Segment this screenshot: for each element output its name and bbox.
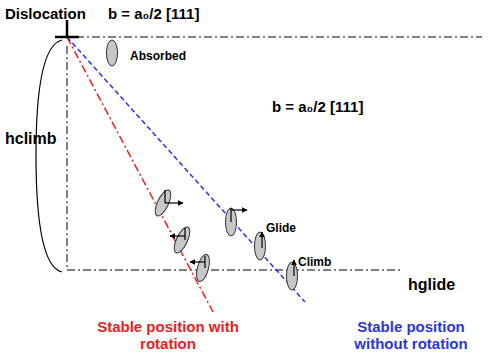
burgers-vector: b = a₀/2 [111] xyxy=(272,98,363,115)
dislocation-symbol xyxy=(66,20,69,37)
motion-label: Glide xyxy=(266,222,296,236)
burgers-vector: b = a₀/2 [111] xyxy=(108,5,199,22)
stable-position-label: Stable position without rotation xyxy=(336,318,486,353)
dimension-label: hclimb xyxy=(5,130,57,148)
motion-label: Climb xyxy=(298,256,331,270)
height-bracket xyxy=(36,40,62,272)
reference-line xyxy=(67,270,400,271)
reference-line xyxy=(67,46,68,270)
state-label: Absorbed xyxy=(130,50,186,64)
stable-line-no-rotation xyxy=(67,37,305,302)
title-label: Dislocation xyxy=(5,5,86,22)
dislocation-loops xyxy=(107,40,298,290)
dimension-label: hglide xyxy=(408,276,455,294)
stable-position-label: Stable position with rotation xyxy=(83,318,253,353)
reference-line xyxy=(76,37,482,38)
